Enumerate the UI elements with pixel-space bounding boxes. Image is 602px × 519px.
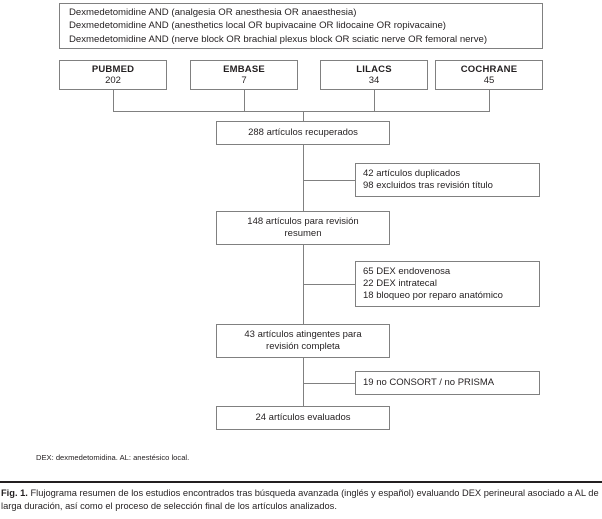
database-name: LILACS bbox=[356, 63, 392, 75]
exclusion-box-stage2: 65 DEX endovenosa 22 DEX intratecal 18 b… bbox=[355, 261, 540, 307]
database-box-lilacs: LILACS 34 bbox=[320, 60, 428, 90]
connector-lilacs-down bbox=[374, 90, 375, 112]
database-name: EMBASE bbox=[223, 63, 265, 75]
connector-abstract-to-full bbox=[303, 245, 304, 325]
exclusion-line: 19 no CONSORT / no PRISMA bbox=[363, 377, 495, 388]
flow-box-full-review: 43 artículos atingentes para revisión co… bbox=[216, 324, 390, 358]
flow-box-evaluated: 24 artículos evaluados bbox=[216, 406, 390, 430]
connector-full-to-evaluated bbox=[303, 358, 304, 407]
database-box-pubmed: PUBMED 202 bbox=[59, 60, 167, 90]
exclusion-line: 65 DEX endovenosa bbox=[363, 266, 451, 277]
database-count: 45 bbox=[483, 75, 495, 86]
exclusion-line: 22 DEX intratecal bbox=[363, 278, 437, 289]
flow-box-line: 288 artículos recuperados bbox=[248, 127, 358, 138]
exclusion-line: 98 excluidos tras revisión título bbox=[363, 180, 493, 191]
connector-retrieved-to-abstract bbox=[303, 145, 304, 212]
connector-branch-exclusion-2 bbox=[303, 284, 356, 285]
figure-caption: Fig. 1. Flujograma resumen de los estudi… bbox=[1, 487, 601, 512]
database-box-embase: EMBASE 7 bbox=[190, 60, 298, 90]
connector-database-bus bbox=[113, 111, 490, 112]
database-name: COCHRANE bbox=[460, 63, 518, 75]
connector-cochrane-down bbox=[489, 90, 490, 112]
database-count: 202 bbox=[105, 75, 121, 86]
flow-box-retrieved: 288 artículos recuperados bbox=[216, 121, 390, 145]
database-count: 7 bbox=[241, 75, 247, 86]
connector-branch-exclusion-3 bbox=[303, 383, 356, 384]
exclusion-line: 18 bloqueo por reparo anatómico bbox=[363, 290, 503, 301]
query-line-2: Dexmedetomidine AND (anesthetics local O… bbox=[69, 20, 446, 32]
flow-box-line: 24 artículos evaluados bbox=[255, 412, 351, 423]
flow-box-line: 43 artículos atingentes para bbox=[244, 329, 362, 340]
connector-pubmed-down bbox=[113, 90, 114, 112]
query-line-1: Dexmedetomidine AND (analgesia OR anesth… bbox=[69, 7, 357, 19]
figure-footnote: DEX: dexmedetomidina. AL: anestésico loc… bbox=[36, 453, 190, 462]
connector-embase-down bbox=[244, 90, 245, 112]
flow-box-line: 148 artículos para revisión bbox=[247, 216, 359, 227]
flow-box-line: resumen bbox=[284, 228, 322, 239]
exclusion-box-stage3: 19 no CONSORT / no PRISMA bbox=[355, 371, 540, 395]
flow-box-abstract-review: 148 artículos para revisión resumen bbox=[216, 211, 390, 245]
search-query-box: Dexmedetomidine AND (analgesia OR anesth… bbox=[59, 3, 543, 49]
database-name: PUBMED bbox=[91, 63, 135, 75]
exclusion-line: 42 artículos duplicados bbox=[363, 168, 461, 179]
flow-box-line: revisión completa bbox=[266, 341, 340, 352]
connector-branch-exclusion-1 bbox=[303, 180, 356, 181]
database-box-cochrane: COCHRANE 45 bbox=[435, 60, 543, 90]
caption-divider bbox=[0, 481, 602, 483]
caption-text: Flujograma resumen de los estudios encon… bbox=[1, 488, 599, 511]
connector-bus-to-retrieved bbox=[303, 111, 304, 122]
caption-label: Fig. 1. bbox=[1, 488, 28, 498]
database-count: 34 bbox=[368, 75, 380, 86]
exclusion-box-stage1: 42 artículos duplicados 98 excluidos tra… bbox=[355, 163, 540, 197]
query-line-3: Dexmedetomidine AND (nerve block OR brac… bbox=[69, 33, 488, 45]
